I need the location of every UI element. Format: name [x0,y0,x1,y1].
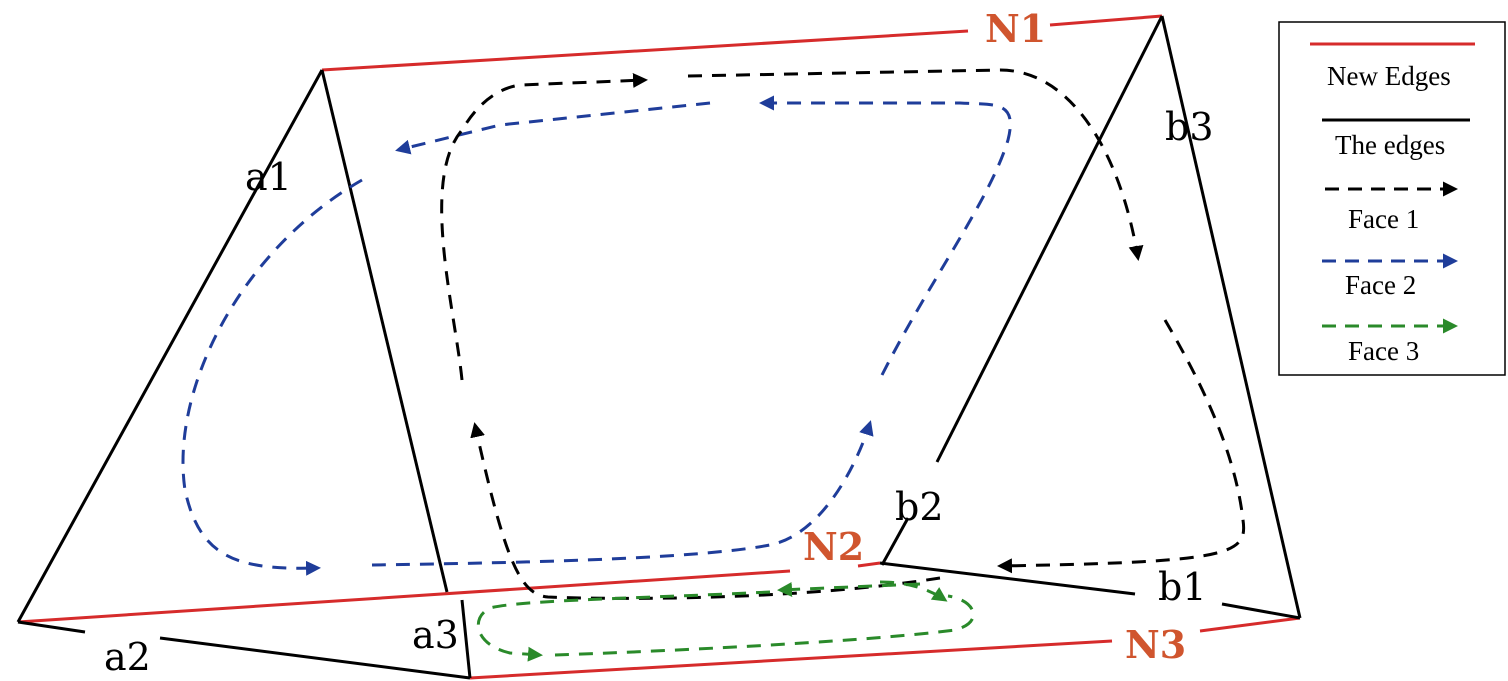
new-edges [17,14,1301,680]
face3-path-right [879,580,948,602]
legend-face3-label: Face 3 [1348,336,1419,366]
edge-a3 [460,599,472,679]
face3-path-top [777,581,921,597]
edge-b1-left [879,561,1136,596]
face1-path-bottom [470,422,941,600]
label-a1: a1 [245,155,292,199]
face3-path-loop [476,590,771,662]
legend-face2-label: Face 2 [1345,270,1416,300]
legend-face1-label: Face 1 [1348,204,1419,234]
edge-b3-right [1160,15,1302,619]
label-N3: N3 [1125,622,1186,667]
new-edge-N2-left [17,569,791,624]
edge-b1-right [1221,602,1301,620]
new-edge-N1-right [1049,14,1163,27]
edge-b2 [880,517,910,566]
label-b3: b3 [1165,105,1214,149]
labels: a1 a2 a3 b1 b2 b3 N1 N2 N3 [104,6,1214,679]
legend: New Edges The edges Face 1 Face 2 Face 3 [1278,21,1506,376]
label-N2: N2 [803,524,864,569]
original-edges [16,15,1302,680]
face1-loop [440,68,1246,600]
face1-path-right-top [687,68,1144,261]
label-b1: b1 [1158,565,1207,609]
edge-a1 [16,69,324,623]
face2-path-right [759,95,1012,376]
legend-new-edges-label: New Edges [1327,61,1451,91]
face2-path-bottom [371,420,874,567]
face1-path-top [440,72,648,381]
face2-path-left [181,178,363,576]
legend-edges-label: The edges [1335,130,1445,160]
legend-box [1278,21,1506,376]
new-edge-N3-left [469,639,1113,680]
edge-a2 [159,636,471,680]
label-N1: N1 [985,6,1046,51]
face2-loop [181,95,1012,576]
new-edge-N2-right [857,561,881,568]
face3-loop [476,580,975,662]
edge-a1-diagonal [320,69,449,593]
edge-a2-short [17,620,86,634]
label-b2: b2 [895,485,944,529]
face2-path-top [395,101,711,155]
new-edge-N3-right [1199,616,1301,633]
face3-path-bottom [554,594,975,657]
face1-path-right [997,319,1246,574]
label-a2: a2 [104,635,151,679]
new-edge-N1-left [321,29,969,72]
edge-b3-left [935,15,1164,463]
label-a3: a3 [412,613,459,657]
